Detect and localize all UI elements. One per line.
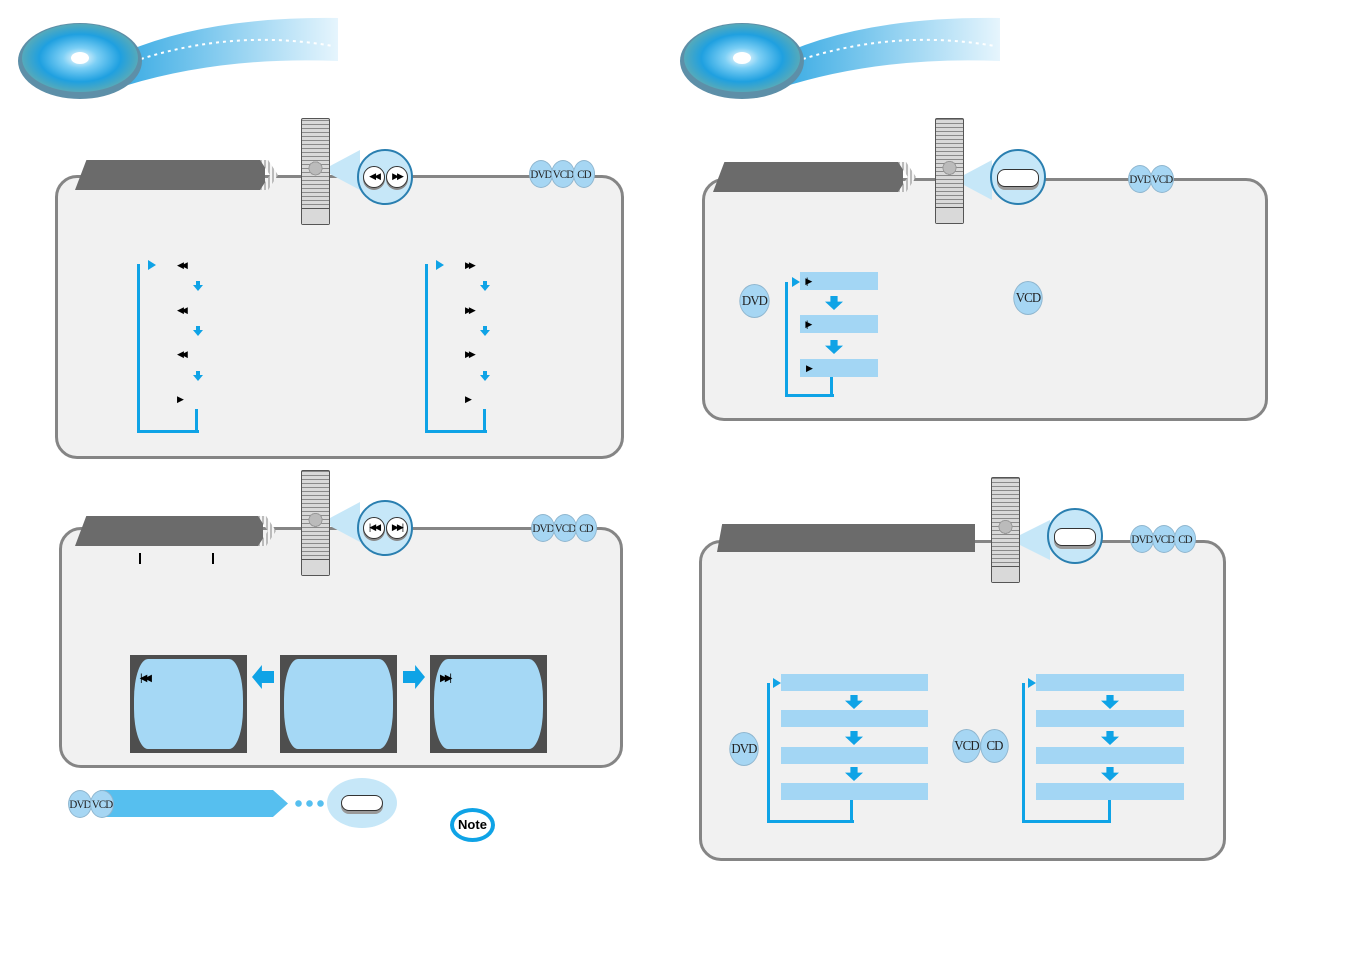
loop-line [785,282,834,397]
tv-screen-previous: |◀◀ [130,655,247,753]
repeat-option-1 [781,674,928,691]
remote-button[interactable] [341,795,383,811]
vcd-badge: VCD [952,729,981,763]
step-2: |▶ [800,315,878,333]
arrow-icon [436,260,444,270]
cd-badge: CD [1173,525,1197,553]
callout-banner [100,790,288,817]
repeat-option-2 [1036,710,1184,727]
repeat-button[interactable] [1054,528,1096,546]
forward-button[interactable]: ▶▶ [386,166,408,188]
section-title-bar [717,524,975,552]
button-zoom [1047,508,1103,564]
play-step: ▶ [800,359,878,377]
arrow-down-icon [480,326,490,336]
repeat-option-4 [1036,783,1184,800]
loop-line [195,409,198,433]
skip-forward-button[interactable]: ▶▶| [386,517,408,539]
vcd-badge: VCD [1013,281,1043,315]
loop-line [830,377,833,397]
button-zoom: |◀◀ ▶▶| [357,500,413,556]
tv-screen-next: ▶▶| [430,655,547,753]
remote-control-icon [301,118,330,225]
remote-control-icon [935,118,964,224]
arrow-down-icon [193,371,203,381]
repeat-option-4 [781,783,928,800]
repeat-panel [699,540,1226,861]
vcd-badge: VCD [1152,525,1176,553]
button-zoom: ◀◀ ▶▶ [357,149,413,205]
dvd-badge: DVD [729,732,759,766]
cd-badge: CD [572,160,596,188]
cd-badge: CD [980,729,1009,763]
section-title-bar [75,516,263,546]
arrow-icon [1028,678,1036,688]
arrow-right-icon [403,665,425,689]
dvd-badge: DVD [531,514,555,542]
arrow-icon [792,277,800,287]
dvd-badge: DVD [529,160,553,188]
dvd-badge: DVD [1130,525,1154,553]
rewind-button[interactable]: ◀◀ [363,166,385,188]
tv-screen-current [280,655,397,753]
arrow-left-icon [252,665,274,689]
arrow-icon [148,260,156,270]
repeat-option-1 [1036,674,1184,691]
skip-back-button[interactable]: |◀◀ [363,517,385,539]
loop-line [767,683,854,823]
arrow-down-icon [193,281,203,291]
dots [293,800,325,807]
vcd-badge: VCD [553,514,577,542]
remote-control-icon [991,477,1020,583]
note-icon: Note [450,808,495,842]
vcd-badge: VCD [90,790,114,818]
search-panel [55,175,624,459]
dvd-badge: DVD [1128,165,1152,193]
vcd-badge: VCD [551,160,575,188]
divider-mark [139,553,141,564]
loop-line [483,409,486,433]
remote-control-icon [301,470,330,576]
arrow-icon [773,678,781,688]
section-title-bar [713,162,903,192]
step-button[interactable] [997,169,1039,187]
loop-line [137,264,199,433]
section-title-bar [75,160,265,190]
arrow-down-icon [480,371,490,381]
repeat-option-3 [1036,747,1184,764]
vcd-badge: VCD [1150,165,1174,193]
loop-line [1022,683,1111,823]
loop-line [1108,800,1111,823]
divider-mark [212,553,214,564]
cd-badge: CD [574,514,598,542]
arrow-down-icon [193,326,203,336]
step-1: |▶ [800,272,878,290]
dvd-badge: DVD [739,284,770,318]
disc-banner-right [680,17,1000,99]
repeat-option-2 [781,710,928,727]
loop-line [425,264,487,433]
repeat-option-3 [781,747,928,764]
disc-banner-left [18,17,338,99]
loop-line [850,800,853,823]
button-zoom [990,149,1046,205]
arrow-down-icon [480,281,490,291]
dvd-badge: DVD [68,790,92,818]
